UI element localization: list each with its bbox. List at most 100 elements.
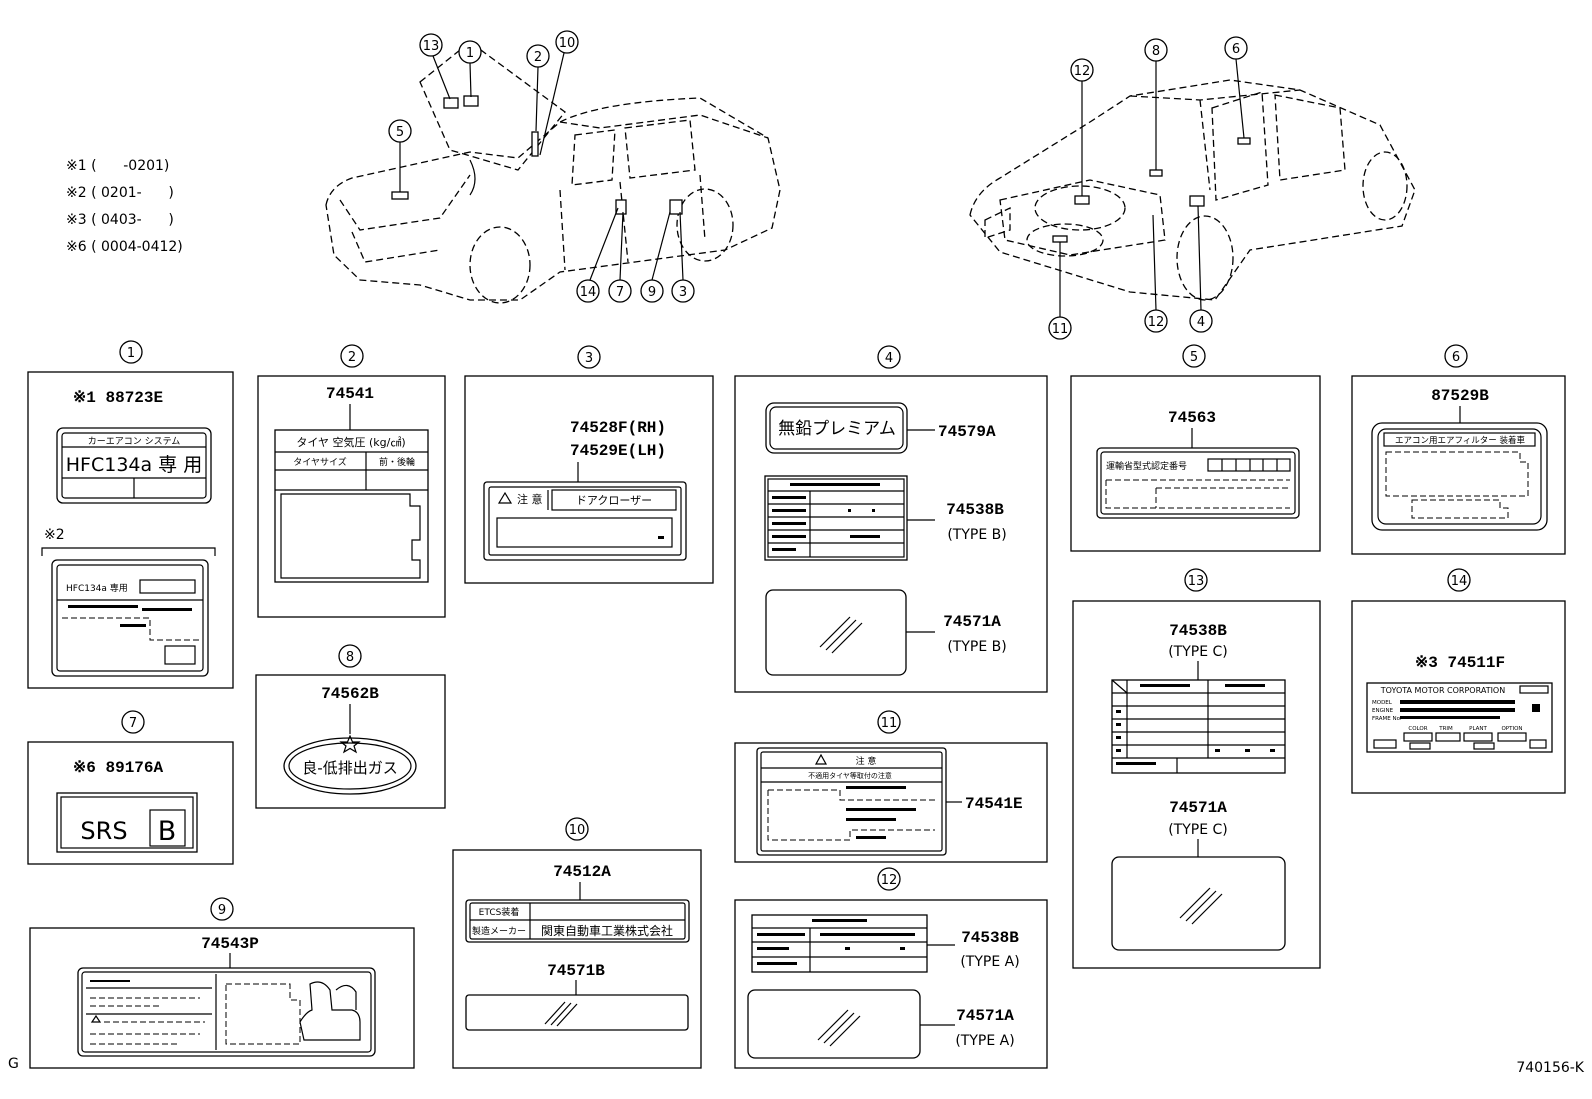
panel-3-number: 3 [585, 351, 593, 366]
panel-11-part-number: 74541E [965, 795, 1023, 813]
warning-triangle-icon [497, 491, 513, 504]
car-body-outline [325, 97, 781, 301]
callouts-rear-view: 12 8 6 11 12 4 [1048, 36, 1248, 340]
manufacturer-label-row2-left: 製造メーカー [472, 925, 526, 937]
panel-5-part-number: 74563 [1168, 409, 1216, 427]
rear-window-lines [1129, 89, 1301, 191]
hood-label-marker-13 [443, 97, 459, 109]
type-approval-label [1096, 447, 1300, 519]
panel-2: 2 74541 タイヤ 空気圧 (kg/㎠) タイヤサイズ 前・後輪 [257, 344, 446, 618]
panel-10-part-cover: 74571B [547, 962, 605, 980]
panel-7-part-number: ※6 89176A [73, 759, 164, 777]
callout-3-label: 3 [679, 285, 687, 300]
door-closer-label [483, 481, 687, 561]
callout-4-label: 4 [1197, 315, 1205, 330]
vehicle-id-option: OPTION [1501, 726, 1522, 732]
panel-13-part-cover: 74571A [1169, 799, 1227, 817]
panel-7-number: 7 [129, 716, 137, 731]
panel-8-part-number: 74562B [321, 685, 379, 703]
inspection-table-type-b [764, 475, 908, 561]
vehicle-id-trim: TRIM [1438, 726, 1453, 732]
panel-2-part-number: 74541 [326, 385, 374, 403]
callout-13: 13 [419, 33, 443, 57]
panel-6-number: 6 [1452, 350, 1460, 365]
tail-lamp [984, 206, 1011, 239]
panel-12: 12 74538B (TYPE A) 74571A (TYPE A) [734, 867, 1048, 1069]
callout-6-label: 6 [1232, 42, 1240, 57]
side-windows [571, 119, 696, 186]
panel-4-part-cover: 74571A [943, 613, 1001, 631]
vehicle-id-engine: ENGINE [1372, 708, 1394, 714]
spare-tire [1034, 185, 1126, 231]
panel-4-part-table: 74538B [946, 501, 1004, 519]
tire-caution-label [756, 747, 947, 856]
srs-label-text: SRS [80, 817, 127, 845]
panel-3: 3 74528F(RH) 74529E(LH) 注 意 ドアクローザー [464, 345, 714, 584]
note-1: ※1 ( -0201) [66, 158, 169, 174]
aircon-label-variant-text: HFC134a 専用 [66, 582, 128, 594]
panel-4-part-fuel: 74579A [938, 423, 996, 441]
tire-size-column: タイヤサイズ [293, 456, 346, 468]
panel-9-part-number: 74543P [201, 935, 259, 953]
panel-5: 5 74563 運輸省型式認定番号 [1070, 344, 1321, 552]
warning-triangle-icon-2 [814, 753, 828, 765]
vehicle-id-plant: PLANT [1469, 726, 1487, 732]
panel-9: 9 74543P [29, 897, 415, 1069]
callout-14: 14 [576, 279, 600, 303]
label-marker-6 [1237, 137, 1251, 145]
inspection-table-type-c [1111, 679, 1286, 774]
panel-14-part-number: ※3 74511F [1415, 654, 1505, 672]
manufacturer-name: 関東自動車工業株式会社 [541, 923, 673, 938]
open-door [1211, 91, 1346, 201]
panel-11: 11 注 意 不適用タイヤ等取付の注意 74541E [734, 710, 1048, 863]
aircon-label-header: カーエアコン システム [88, 436, 181, 447]
manufacturer-label [465, 899, 690, 943]
vehicle-id-maker: TOYOTA MOTOR CORPORATION [1380, 686, 1505, 695]
panel-2-number: 2 [348, 350, 356, 365]
panel-8-number: 8 [346, 650, 354, 665]
note-3: ※3 ( 0403- ) [66, 212, 174, 228]
panel-12-part-table: 74538B [961, 929, 1019, 947]
panel-4-type-cover: (TYPE B) [947, 639, 1006, 655]
vehicle-id-model: MODEL [1372, 700, 1393, 706]
callout-2-label: 2 [534, 50, 542, 65]
panel-8: 8 74562B 良-低排出ガス [255, 644, 446, 809]
cover-film-type-c [1111, 856, 1286, 951]
door-closer-text: ドアクローザー [576, 494, 652, 507]
note-2: ※2 ( 0201- ) [66, 185, 174, 201]
panel-13-type-cover: (TYPE C) [1168, 822, 1228, 838]
callout-12-top: 12 [1070, 58, 1094, 82]
panel-10-frame [452, 849, 702, 1069]
applicability-notes: ※1 ( -0201) ※2 ( 0201- ) ※3 ( 0403- ) ※6… [66, 158, 183, 255]
figure-code: 740156-K [1516, 1060, 1584, 1076]
open-trunk [999, 179, 1166, 256]
panel-1-part-number: ※1 88723E [73, 389, 163, 407]
callout-5: 5 [388, 119, 412, 143]
front-rear-column: 前・後輪 [379, 456, 415, 468]
panel-12-type-table: (TYPE A) [960, 954, 1019, 970]
panel-3-part-lh: 74529E(LH) [570, 442, 666, 460]
panel-12-type-cover: (TYPE A) [955, 1033, 1014, 1049]
roofline [559, 114, 769, 139]
callout-12-bottom-label: 12 [1148, 315, 1165, 330]
car-front-view [325, 41, 781, 304]
callout-12-bottom: 12 [1144, 309, 1168, 333]
corner-mark: G [8, 1056, 19, 1072]
engine-bay-line [469, 159, 476, 196]
panel-12-part-cover: 74571A [956, 1007, 1014, 1025]
panel-1-number: 1 [127, 346, 135, 361]
car-rear-view [969, 79, 1416, 301]
cover-film-type-b [765, 589, 907, 676]
child-seat-icon [299, 981, 361, 1041]
label-marker-5 [391, 191, 409, 200]
panel-13-type-table: (TYPE C) [1168, 644, 1228, 660]
front-grille [339, 174, 471, 263]
panel-3-part-rh: 74528F(RH) [570, 419, 666, 437]
callout-11-label: 11 [1052, 322, 1069, 337]
hood-label-marker-1 [463, 95, 479, 107]
callout-3: 3 [671, 279, 695, 303]
fuel-label [765, 402, 908, 454]
panel-6: 6 87529B エアコン用エアフィルター 装着車 [1351, 344, 1566, 555]
callout-1: 1 [458, 40, 482, 64]
air-filter-label-header: エアコン用エアフィルター 装着車 [1395, 435, 1526, 446]
